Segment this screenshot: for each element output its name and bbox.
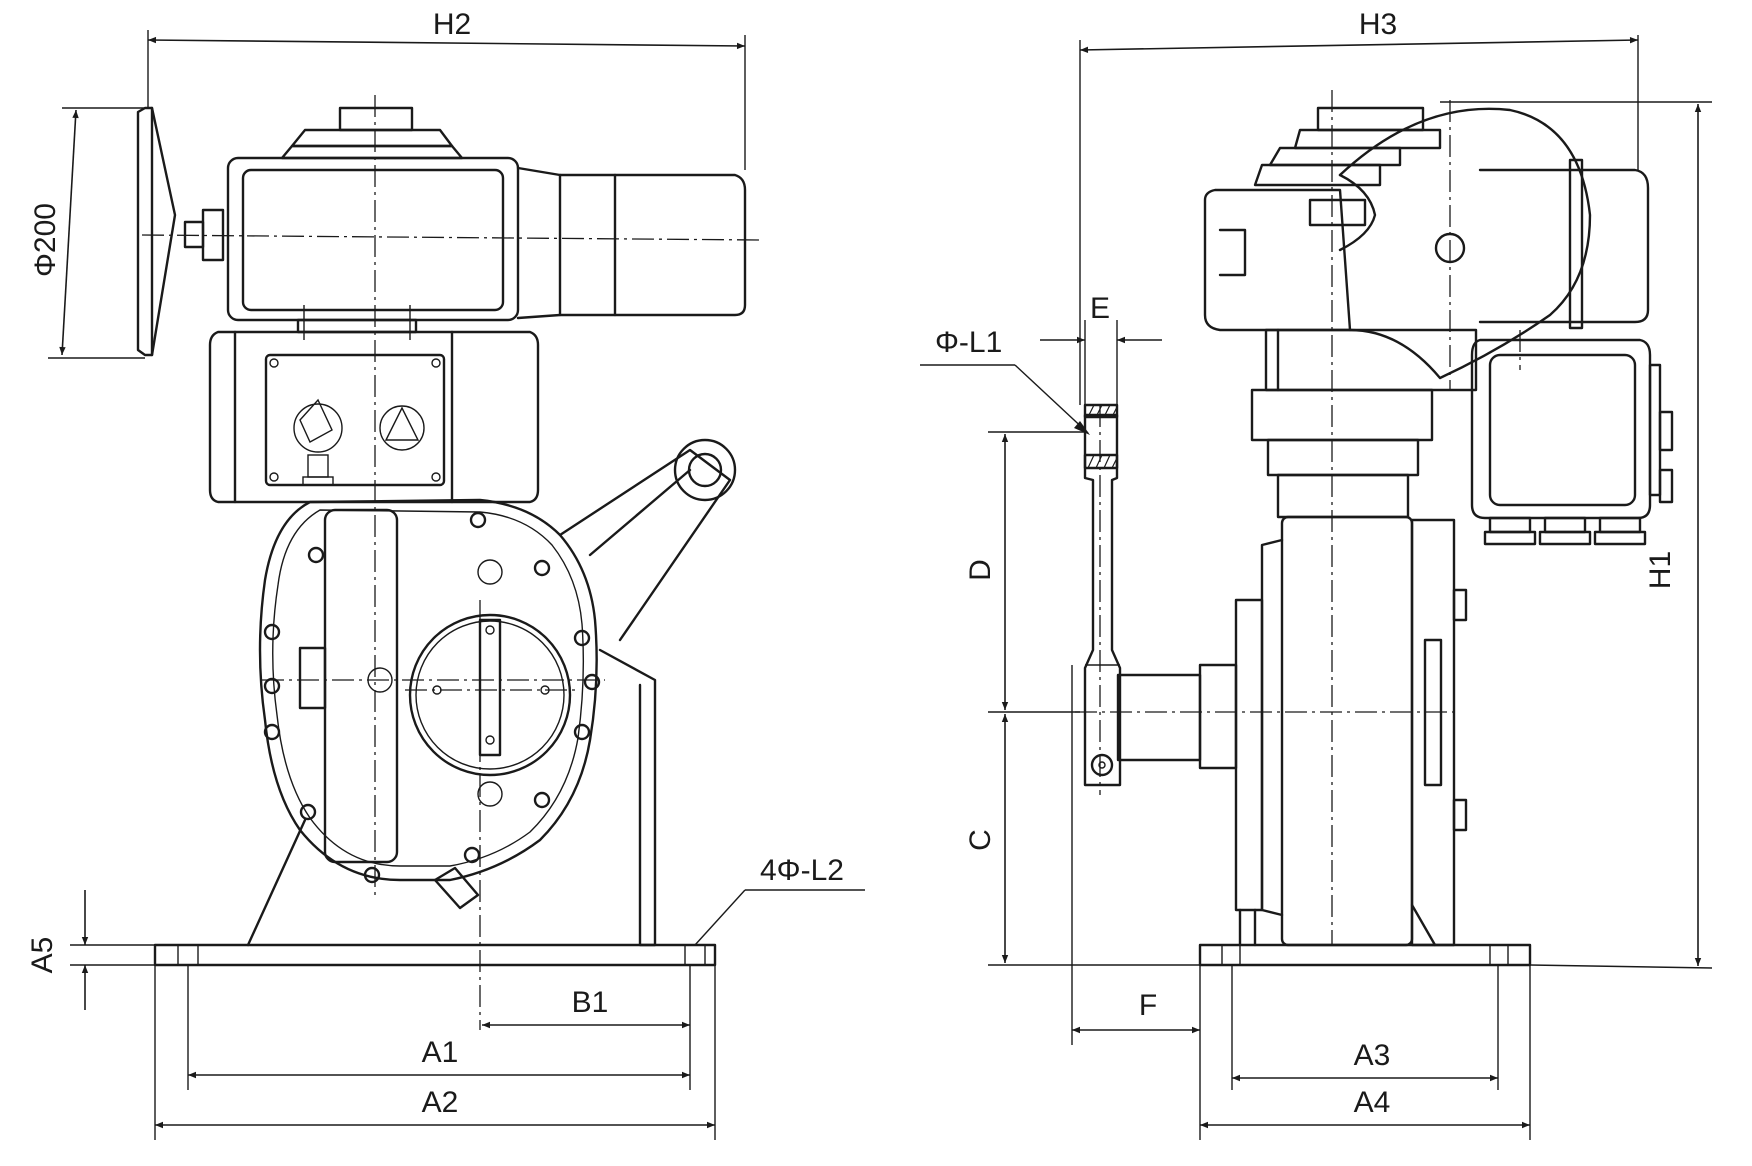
dim-label-phi-l1: Φ-L1 [935, 326, 1002, 359]
dim-label-a3: A3 [1354, 1039, 1391, 1072]
side-motor [1203, 106, 1650, 392]
side-terminal-box [1470, 338, 1674, 546]
support-bracket [246, 438, 737, 947]
gear-body [258, 498, 601, 910]
control-box [208, 330, 540, 504]
dim-label-a1: A1 [422, 1036, 459, 1069]
dim-label-h3: H3 [1359, 8, 1397, 41]
side-gearbox [1234, 515, 1468, 947]
dim-label-a2: A2 [422, 1086, 459, 1119]
dim-label-h2: H2 [433, 8, 471, 41]
cover-bolts [263, 511, 601, 884]
dim-label-b1: B1 [572, 986, 609, 1019]
front-view-dimensions: H2 Φ200 A5 4Φ-L2 B1 A1 A2 [26, 8, 865, 1140]
dim-label-4phi-l2: 4Φ-L2 [760, 854, 844, 887]
dim-label-phi200: Φ200 [29, 203, 62, 277]
dim-label-h1: H1 [1644, 551, 1677, 589]
top-cap [280, 106, 464, 160]
side-shaft-lever [1083, 403, 1238, 787]
handwheel [136, 106, 225, 357]
side-view-dimensions: H3 H1 E Φ-L1 D C F A3 [920, 8, 1713, 1140]
dim-label-d: D [964, 559, 997, 581]
base-plate-front [153, 943, 717, 967]
side-view [1075, 90, 1674, 967]
dim-label-c: C [964, 829, 997, 851]
dim-label-a5: A5 [26, 937, 59, 974]
dim-label-e: E [1090, 292, 1110, 325]
front-view [136, 95, 761, 1030]
dim-label-a4: A4 [1354, 1086, 1391, 1119]
side-flange [1250, 388, 1434, 519]
dim-label-f: F [1139, 989, 1157, 1022]
motor-housing [226, 156, 747, 340]
base-plate-side [1198, 903, 1532, 967]
